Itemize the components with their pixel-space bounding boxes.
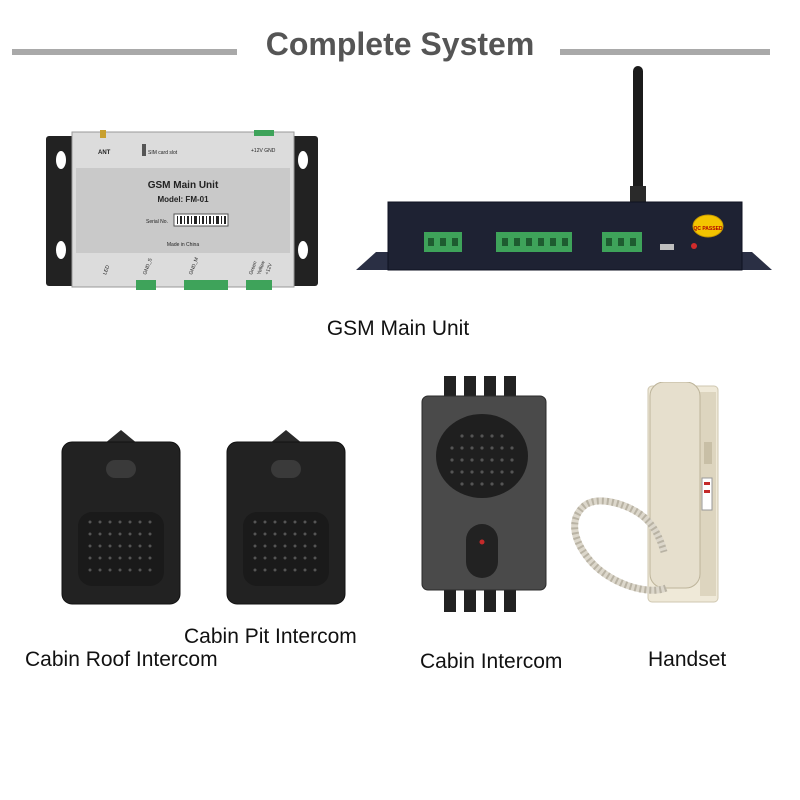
port-label-12v: +12V bbox=[264, 262, 274, 276]
port-label-yellow: Yellow bbox=[256, 260, 267, 276]
model-print: Model: FM-01 bbox=[157, 195, 209, 204]
port-label-gnd-s: GND_S bbox=[142, 257, 154, 276]
handset-image bbox=[566, 382, 726, 606]
power-label: +12V GND bbox=[251, 148, 276, 154]
label-handset: Handset bbox=[648, 648, 727, 671]
qc-sticker-text: QC PASSED bbox=[693, 226, 722, 232]
cabin-pit-intercom-image bbox=[225, 430, 347, 606]
label-cabin-pit-intercom: Cabin Pit Intercom bbox=[184, 625, 357, 648]
cabin-intercom-image bbox=[420, 376, 550, 612]
ant-label: ANT bbox=[98, 150, 111, 156]
page-title: Complete System bbox=[265, 26, 535, 62]
header-rule-left bbox=[12, 49, 237, 55]
serial-label: Serial No. bbox=[146, 219, 168, 225]
made-in-label: Made in China bbox=[167, 242, 199, 248]
label-gsm-main-unit: GSM Main Unit bbox=[326, 317, 470, 340]
port-label-green: Green bbox=[248, 260, 258, 275]
port-label-gnd-m: GND_M bbox=[188, 257, 200, 276]
label-cabin-intercom: Cabin Intercom bbox=[420, 650, 563, 673]
label-cabin-roof-intercom: Cabin Roof Intercom bbox=[25, 648, 218, 671]
cabin-roof-intercom-image bbox=[60, 430, 182, 606]
unit-name-print: GSM Main Unit bbox=[148, 180, 219, 191]
header-rule-right bbox=[560, 49, 770, 55]
port-label-led: LED bbox=[102, 264, 111, 276]
gsm-main-unit-top-image: ANT SIM card slot +12V GND GSM Main Unit… bbox=[46, 130, 318, 300]
sim-slot-label: SIM card slot bbox=[148, 150, 178, 156]
gsm-main-unit-front-image: QC PASSED bbox=[356, 66, 772, 274]
